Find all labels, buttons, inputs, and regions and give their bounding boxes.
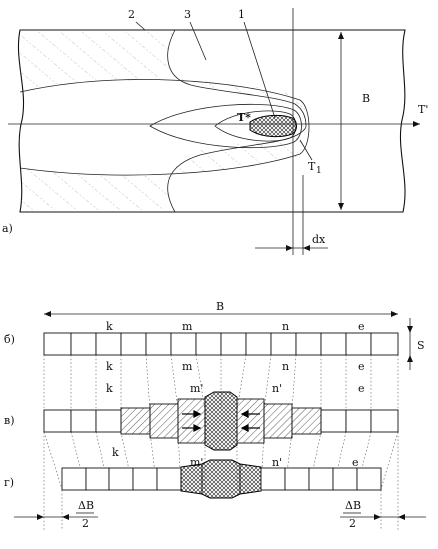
leader-t1 (299, 139, 313, 161)
dim-b-arrow-bottom (338, 203, 344, 210)
label-t-one: T (308, 160, 316, 173)
label-n-prime-2: n' (272, 456, 282, 469)
label-s: S (417, 339, 425, 352)
heat-zone-hatch (20, 32, 306, 210)
label-zone-1: 1 (238, 8, 245, 21)
label-half-right: 2 (349, 517, 356, 530)
axis-x-arrow (413, 121, 420, 127)
panel-b: B S б) k m n e k m n e (4, 300, 425, 373)
label-delta-b-left: ΔB (78, 499, 94, 512)
label-k-2: k (106, 360, 113, 373)
label-k-3: k (106, 382, 113, 395)
dim-s-arrow-top (407, 326, 413, 333)
dim-b-mid-arrow-left (44, 311, 51, 317)
dim-dx-arrow-right (303, 245, 310, 251)
leader-2 (135, 21, 146, 31)
label-e-4: e (352, 456, 359, 469)
dim-dx-arrow-left (286, 245, 293, 251)
label-k-1: k (106, 320, 113, 333)
dim-b-mid-arrow-right (391, 311, 398, 317)
isotherm-3-bottom (167, 125, 307, 213)
label-sub-v: в) (4, 414, 14, 427)
panel-a: 2 3 1 B T' T* T 1 а) dx (2, 8, 428, 255)
label-sub-g: г) (4, 476, 14, 489)
label-zone-3: 3 (184, 8, 191, 21)
label-t-star: T* (237, 111, 251, 124)
leader-3 (189, 21, 207, 61)
label-zone-2: 2 (128, 8, 135, 21)
label-m-prime-1: m' (190, 382, 203, 395)
label-k-4: k (112, 446, 119, 459)
label-sub-b: б) (4, 333, 15, 346)
label-n-prime-1: n' (272, 382, 282, 395)
label-t-prime: T' (418, 103, 428, 116)
isotherm-t1 (149, 103, 302, 149)
label-e-2: e (358, 360, 365, 373)
panel-v: в) k m' n' e k m' n' (4, 382, 399, 469)
strip-b (43, 332, 399, 356)
label-sub-a: а) (2, 222, 13, 235)
label-n-2: n (282, 360, 289, 373)
isotherm-3-top (167, 29, 307, 127)
label-m-2: m (182, 360, 193, 373)
isotherm-2 (19, 79, 310, 176)
label-n-1: n (282, 320, 289, 333)
label-e-1: e (358, 320, 365, 333)
dim-b-arrow-top (338, 32, 344, 39)
plate-outline (17, 29, 406, 213)
label-m-1: m (182, 320, 193, 333)
label-half-left: 2 (82, 517, 89, 530)
label-delta-b-right: ΔB (345, 499, 361, 512)
label-e-3: e (358, 382, 365, 395)
weld-pool (249, 114, 297, 138)
dim-s-arrow-bottom (407, 355, 413, 362)
leader-1 (243, 21, 276, 119)
label-b-mid: B (216, 300, 224, 313)
label-t-one-sub: 1 (316, 166, 322, 176)
label-dx: dx (312, 233, 326, 246)
compression-arrows (182, 410, 260, 432)
panel-g: г) ΔB 2 ΔB 2 (4, 459, 426, 530)
label-b-top: B (362, 92, 370, 105)
